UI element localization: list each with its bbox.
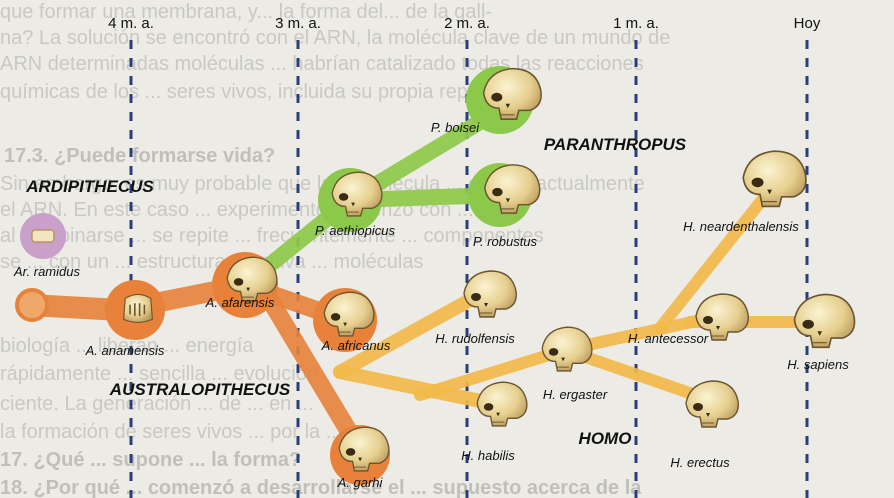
species-label-robustus: P. robustus [473,234,538,249]
time-label-today: Hoy [794,15,821,32]
background-text-line: la formación de seres vivos ... por la .… [0,421,342,443]
skull-rudolfensis [464,271,516,317]
background-text-line: na? La solución se encontró con el ARN, … [0,27,670,49]
skull-habilis [477,382,527,426]
species-label-neanderthalensis: H. neardenthalensis [683,219,799,234]
species-label-sapiens: H. sapiens [787,357,849,372]
species-label-boisei: P. boisei [431,120,480,135]
background-text-line: ARN determinadas moléculas ... habrían c… [0,53,644,75]
species-label-ergaster: H. ergaster [543,387,608,402]
background-text-line: al combinarse ... se repite ... frecuent… [0,225,544,247]
background-text-line: químicas de los ... seres vivos, incluid… [0,81,540,103]
skull-sapiens [794,294,854,347]
skull-anamensis [124,294,153,322]
species-label-anamensis: A. anamensis [85,343,165,358]
background-text-line: que formar una membrana, y... la forma d… [0,1,492,23]
time-label-1ma: 1 m. a. [613,15,659,32]
skull-erectus [686,381,738,427]
ramidus-node [20,213,66,259]
time-label-4ma: 4 m. a. [108,15,154,32]
species-label-rudolfensis: H. rudolfensis [435,331,515,346]
genus-label-australopithecus: AUSTRALOPITHECUS [109,380,291,399]
skull-ergaster [542,327,592,371]
species-label-garhi: A. garhi [337,475,384,490]
genus-label-paranthropus: PARANTHROPUS [544,135,687,154]
skull-neanderthal [743,151,806,206]
root-node [17,290,47,320]
species-label-afarensis: A. afarensis [205,295,275,310]
species-label-erectus: H. erectus [670,455,730,470]
species-label-ramidus: Ar. ramidus [13,264,80,279]
species-label-habilis: H. habilis [461,448,515,463]
genus-label-ardipithecus: ARDIPITHECUS [25,177,154,196]
background-text-line: 17. ¿Qué ... supone ... la forma? [0,449,301,471]
time-label-2ma: 2 m. a. [444,15,490,32]
species-label-aethiopicus: P. aethiopicus [315,223,395,238]
species-label-antecessor: H. antecessor [628,331,709,346]
background-text-line: 17.3. ¿Puede formarse vida? [4,145,275,167]
background-text-line: 18. ¿Por qué ... comenzó a desarrollarse… [0,477,642,498]
time-label-3ma: 3 m. a. [275,15,321,32]
genus-label-homo: HOMO [579,429,632,448]
species-label-africanus: A. africanus [321,338,391,353]
